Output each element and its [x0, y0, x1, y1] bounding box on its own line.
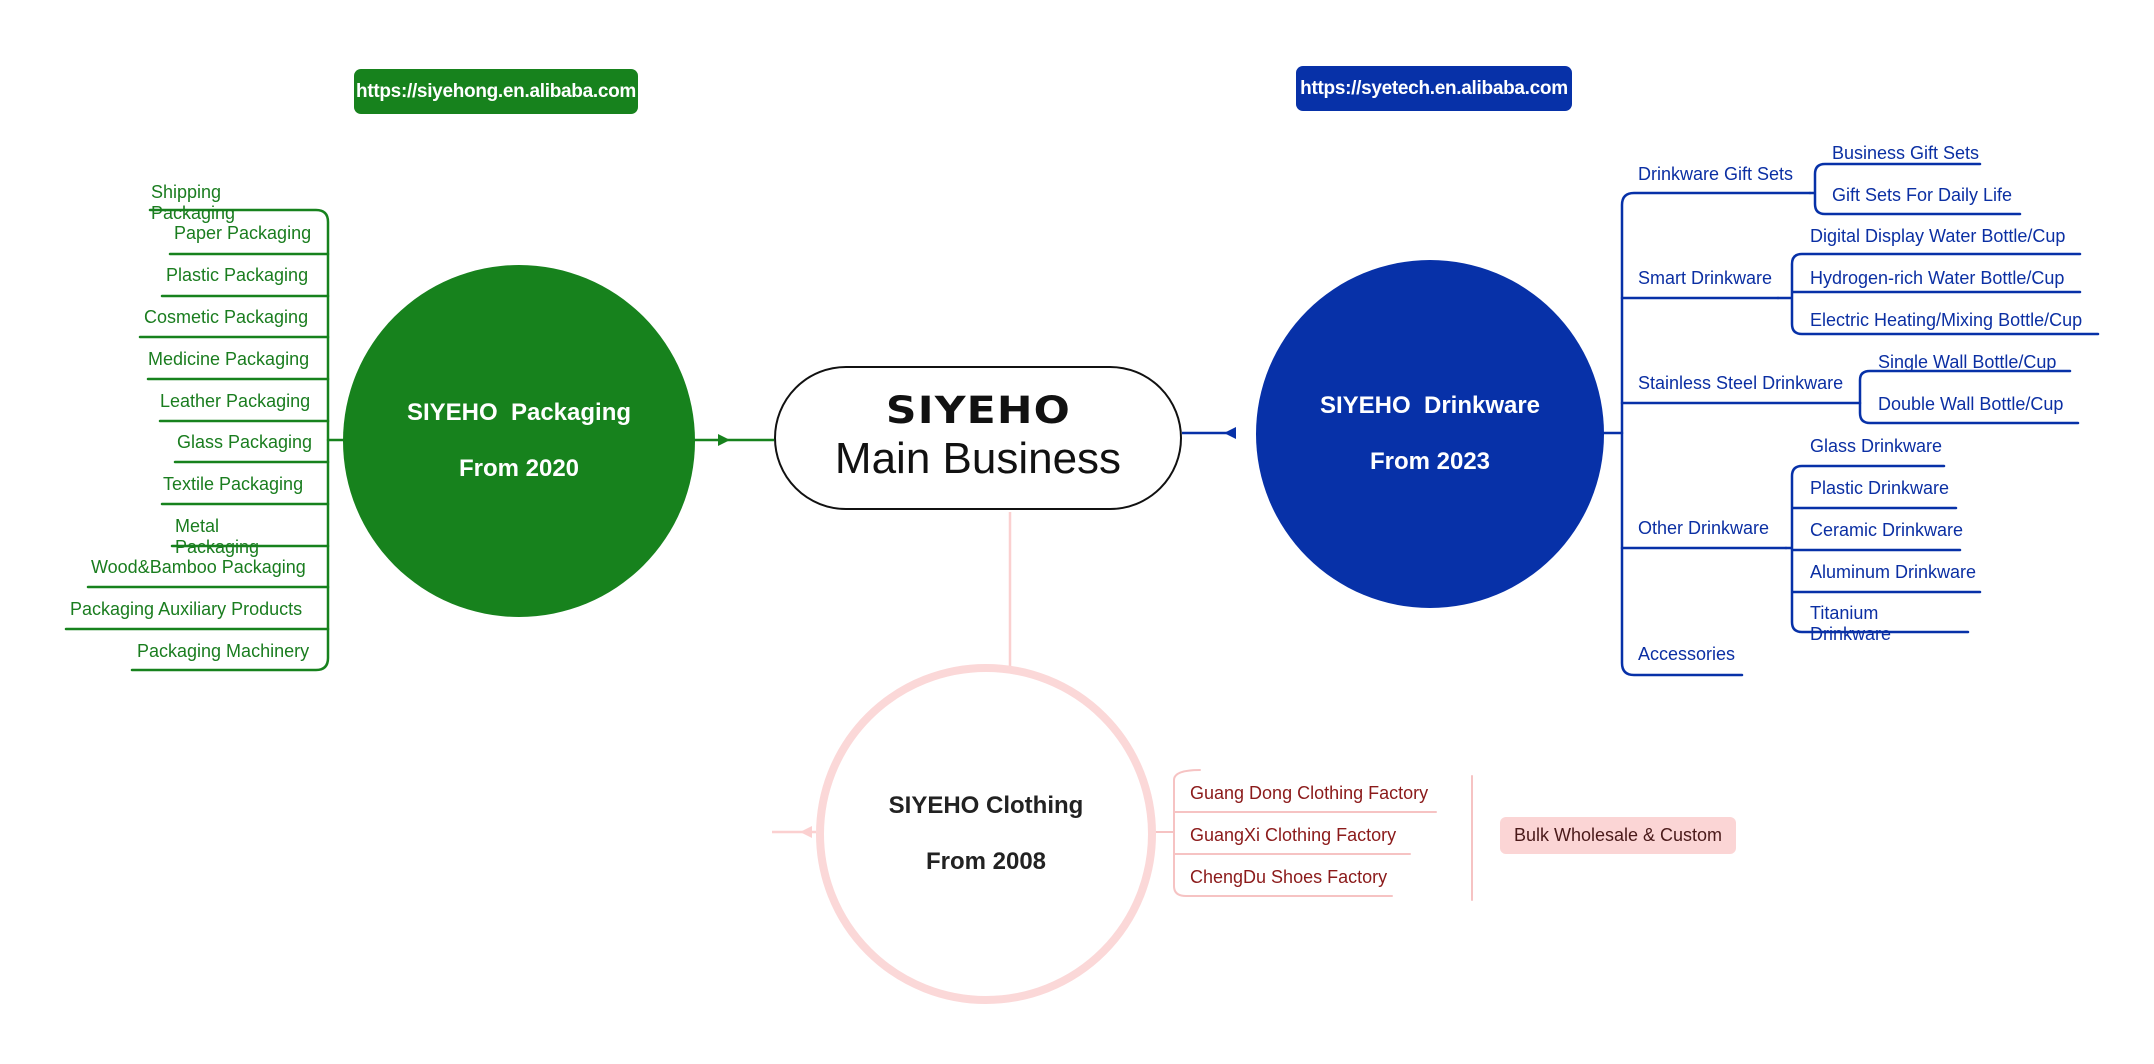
drinkware-subitem: Hydrogen-rich Water Bottle/Cup [1810, 268, 2065, 288]
packaging-item: Leather Packaging [160, 391, 311, 411]
drinkware-store-link[interactable]: https://syetech.en.alibaba.com [1296, 66, 1572, 111]
drinkware-subitem: Aluminum Drinkware [1810, 562, 1977, 582]
clothing-since: From 2008 [925, 848, 1047, 875]
center-to-drinkware-connector [1182, 427, 1236, 439]
bulk-wholesale-tag: Bulk Wholesale & Custom [1500, 817, 1736, 854]
packaging-item: Cosmetic Packaging [144, 307, 309, 327]
drinkware-node: SIYEHO Drinkware From 2023 [1256, 260, 1604, 608]
drinkware-subitem: Ceramic Drinkware [1810, 520, 1964, 540]
packaging-item: Medicine Packaging [148, 349, 310, 369]
packaging-item: Wood&Bamboo Packaging [91, 557, 306, 577]
packaging-item: Paper Packaging [174, 223, 312, 243]
packaging-item: Glass Packaging [177, 432, 313, 452]
drinkware-category: Stainless Steel Drinkware [1638, 373, 1844, 393]
packaging-item: Textile Packaging [163, 474, 304, 494]
drinkware-name: SIYEHO Drinkware [1319, 392, 1541, 419]
clothing-factory: Guang Dong Clothing Factory [1190, 783, 1429, 803]
main-business-node: SIYEHO Main Business [774, 366, 1182, 510]
clothing-factory: GuangXi Clothing Factory [1190, 825, 1397, 845]
drinkware-subitem: Single Wall Bottle/Cup [1878, 352, 2057, 372]
drinkware-branches [1602, 162, 2100, 677]
drinkware-subitem: Plastic Drinkware [1810, 478, 1950, 498]
drinkware-category: Accessories [1638, 644, 1736, 664]
drinkware-subitem: Glass Drinkware [1810, 436, 1943, 456]
drinkware-category: Smart Drinkware [1638, 268, 1773, 288]
siyeho-logo: SIYEHO [885, 389, 1071, 432]
drinkware-category: Drinkware Gift Sets [1638, 164, 1794, 184]
packaging-item: Packaging Machinery [137, 641, 310, 661]
center-to-clothing-connector [772, 512, 1012, 838]
packaging-node: SIYEHO Packaging From 2020 [343, 265, 695, 617]
packaging-branches [64, 208, 348, 672]
clothing-node: SIYEHO Clothing From 2008 [816, 664, 1156, 1004]
drinkware-category: Other Drinkware [1638, 518, 1770, 538]
packaging-since: From 2020 [458, 455, 580, 482]
clothing-branches [1155, 769, 1473, 901]
clothing-factory: ChengDu Shoes Factory [1190, 867, 1388, 887]
packaging-item: Shipping Packaging [151, 182, 236, 223]
packaging-store-link[interactable]: https://siyehong.en.alibaba.com [354, 69, 638, 114]
packaging-item: Metal Packaging [175, 516, 260, 557]
center-to-packaging-connector [694, 434, 774, 446]
drinkware-since: From 2023 [1369, 448, 1491, 475]
main-business-title: Main Business [834, 434, 1122, 483]
drinkware-subitem: Gift Sets For Daily Life [1832, 185, 2013, 205]
drinkware-subitem: Digital Display Water Bottle/Cup [1810, 226, 2066, 246]
drinkware-subitem: Titanium Drinkware [1810, 603, 1892, 644]
packaging-item: Packaging Auxiliary Products [70, 599, 303, 619]
clothing-name: SIYEHO Clothing [888, 792, 1084, 819]
drinkware-subitem: Electric Heating/Mixing Bottle/Cup [1810, 310, 2083, 330]
drinkware-subitem: Business Gift Sets [1832, 143, 1980, 163]
packaging-item: Plastic Packaging [166, 265, 309, 285]
packaging-name: SIYEHO Packaging [406, 399, 632, 426]
drinkware-subitem: Double Wall Bottle/Cup [1878, 394, 2064, 414]
